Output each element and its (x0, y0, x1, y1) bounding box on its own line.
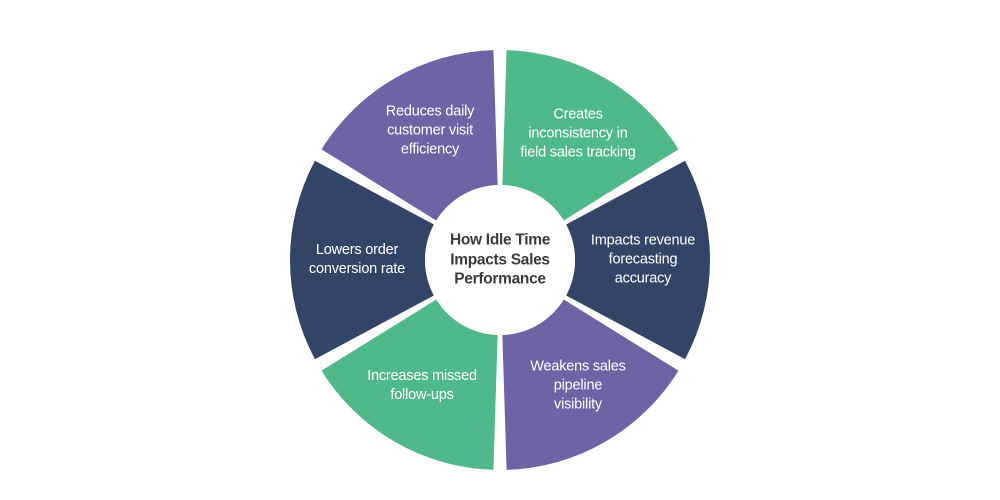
wheel-segment-creates-inconsistency[interactable] (502, 50, 679, 221)
wheel-segment-lowers-conversion[interactable] (290, 160, 434, 360)
wheel-segment-weakens-pipeline[interactable] (502, 299, 679, 470)
wheel-segment-impacts-revenue[interactable] (566, 160, 710, 360)
wheel-segment-increases-missed-followups[interactable] (321, 299, 498, 470)
hub-circle (425, 185, 575, 335)
hub-title: How Idle Time Impacts Sales Performance (449, 231, 551, 288)
wheel-segment-reduces-visit-efficiency[interactable] (321, 50, 498, 221)
segment-group (290, 50, 710, 470)
